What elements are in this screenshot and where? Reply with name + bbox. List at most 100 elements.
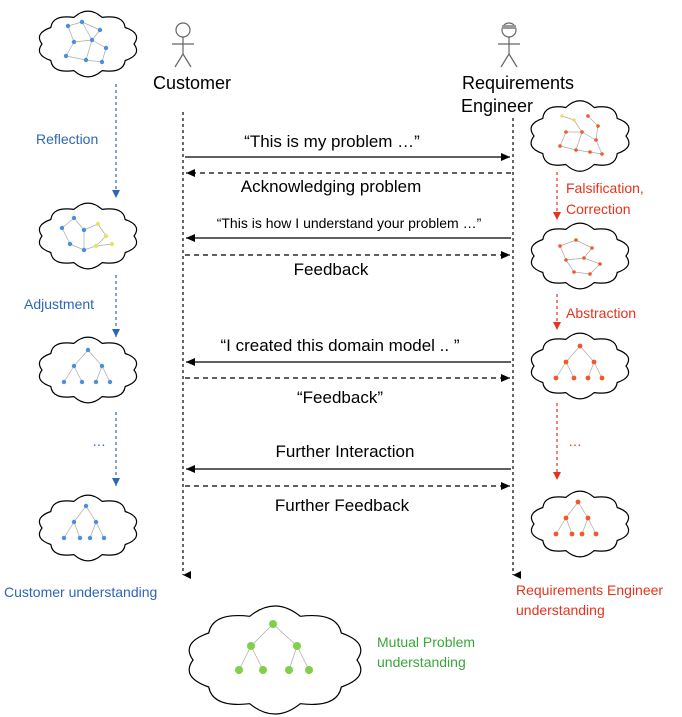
engineer-cloud-2-edge — [559, 245, 567, 261]
customer-cloud-4-node — [93, 519, 99, 525]
customer-cloud-4 — [38, 494, 138, 562]
engineer-cloud-2-edge — [559, 239, 577, 247]
engineer-cloud-3-node — [571, 375, 577, 381]
engineer-cloud-2-edge — [565, 259, 575, 273]
engineer-cloud-1-node — [574, 148, 578, 152]
engineer-cloud-2-node — [564, 258, 568, 262]
engineer-cloud-1-node — [564, 130, 568, 134]
message-label-7: Further Interaction — [276, 442, 415, 461]
customer-cloud-1-node — [99, 59, 105, 65]
correction-label: Correction — [566, 201, 631, 217]
mutual-cloud-edge — [238, 645, 252, 671]
engineer-cloud-2-edge — [573, 271, 591, 275]
customer-cloud-4-edge — [73, 505, 87, 523]
customer-cloud-4-edge — [89, 521, 97, 539]
engineer-cloud-1-edge — [561, 115, 575, 121]
engineer-cloud-3-edge — [587, 361, 595, 379]
mutual-label-line2: understanding — [377, 654, 466, 670]
customer-actor-icon — [172, 22, 194, 68]
customer-cloud-1-edge — [101, 47, 107, 63]
mutual-cloud-node — [293, 642, 301, 650]
customer-cloud-2-node — [95, 221, 101, 227]
mutual-cloud-node — [259, 666, 267, 674]
mutual-cloud-edge — [296, 645, 310, 671]
engineer-cloud-1-edge — [575, 149, 591, 153]
engineer-cloud-2-edge — [565, 257, 585, 261]
customer-cloud-4-edge — [85, 505, 97, 523]
customer-cloud-3-node — [61, 379, 67, 385]
mutual-label-line1: Mutual Problem — [377, 634, 475, 650]
customer-cloud-2-node — [71, 215, 77, 221]
mutual-cloud-node — [285, 666, 293, 674]
customer-cloud-3-edge — [101, 365, 111, 383]
customer-cloud-2-node — [59, 225, 65, 231]
adjustment-label: Adjustment — [24, 296, 94, 312]
customer-cloud-4-edge — [73, 521, 81, 539]
customer-cloud-1-edge — [65, 41, 75, 57]
engineer-cloud-4-edge — [555, 517, 567, 535]
engineer-label-line2: Engineer — [461, 96, 533, 116]
engineer-cloud-1-edge — [575, 131, 583, 151]
customer-cloud-1-node — [103, 45, 109, 51]
mutual-cloud-node — [247, 642, 255, 650]
engineer-cloud-3-node — [553, 375, 559, 381]
engineer-cloud-3-edge — [593, 361, 603, 379]
engineer-cloud-2-node — [558, 244, 562, 248]
message-label-5: “I created this domain model .. ” — [220, 336, 459, 355]
engineer-cloud-1-edge — [587, 115, 599, 127]
customer-ellipsis: … — [92, 433, 106, 449]
message-label-8: Further Feedback — [275, 496, 410, 515]
engineer-cloud-1-edge — [589, 151, 603, 155]
engineer-cloud-3-node — [563, 359, 569, 365]
customer-cloud-2-edge — [73, 217, 85, 231]
engineer-cloud-4-node — [575, 499, 581, 505]
customer-cloud-3-edge — [63, 365, 75, 383]
engineer-cloud-1-edge — [559, 145, 577, 151]
engineer-cloud-1-node — [596, 124, 600, 128]
customer-cloud-3-outline — [38, 336, 138, 404]
message-label-3: “This is how I understand your problem …… — [217, 215, 482, 231]
engineer-cloud-4-node — [579, 531, 585, 537]
customer-cloud-2-node — [67, 241, 73, 247]
customer-cloud-2-node — [81, 227, 87, 233]
engineer-cloud-4-node — [585, 515, 591, 521]
customer-cloud-1-node — [97, 27, 103, 33]
engineer-cloud-1 — [530, 100, 630, 172]
engineer-cloud-1-node — [580, 130, 584, 134]
engineer-ellipsis: … — [568, 433, 582, 449]
customer-cloud-2-edge — [83, 223, 99, 231]
engineer-cloud-1-node — [560, 114, 564, 118]
engineer-cloud-2-node — [574, 238, 578, 242]
engineer-cloud-4-edge — [577, 501, 589, 519]
customer-cloud-1-edge — [81, 21, 93, 41]
customer-cloud-4-outline — [38, 494, 138, 562]
customer-cloud-1-edge — [91, 39, 107, 49]
engineer-cloud-2-edge — [589, 263, 601, 275]
engineer-cloud-4-edge — [581, 517, 589, 535]
customer-cloud-1-edge — [65, 55, 87, 61]
customer-cloud-2-edge — [69, 243, 85, 251]
engineer-cloud-1-edge — [595, 125, 599, 141]
mutual-cloud — [188, 605, 362, 715]
mutual-cloud-outline — [188, 605, 362, 715]
customer-cloud-1-edge — [85, 59, 103, 63]
engineer-cloud-2-edge — [583, 247, 593, 259]
engineer-cloud-3 — [530, 332, 630, 400]
engineer-cloud-4-edge — [565, 501, 579, 519]
customer-cloud-1-node — [79, 19, 85, 25]
engineer-understanding-label-line1: Requirements Engineer — [516, 582, 663, 598]
customer-cloud-1-node — [65, 23, 71, 29]
mutual-cloud-edge — [288, 645, 298, 671]
engineer-cloud-3-node — [577, 343, 583, 349]
customer-cloud-1-edge — [81, 21, 101, 31]
engineer-cloud-1-node — [594, 138, 598, 142]
customer-cloud-4-node — [71, 519, 77, 525]
engineer-cloud-2-node — [582, 256, 586, 260]
engineer-cloud-3-node — [585, 375, 591, 381]
engineer-cloud-1-node — [586, 114, 590, 118]
customer-cloud-3-node — [107, 379, 113, 385]
customer-cloud-1-node — [89, 37, 95, 43]
engineer-cloud-1-node — [588, 150, 592, 154]
engineer-cloud-3-outline — [530, 332, 630, 400]
customer-cloud-4-node — [83, 503, 89, 509]
